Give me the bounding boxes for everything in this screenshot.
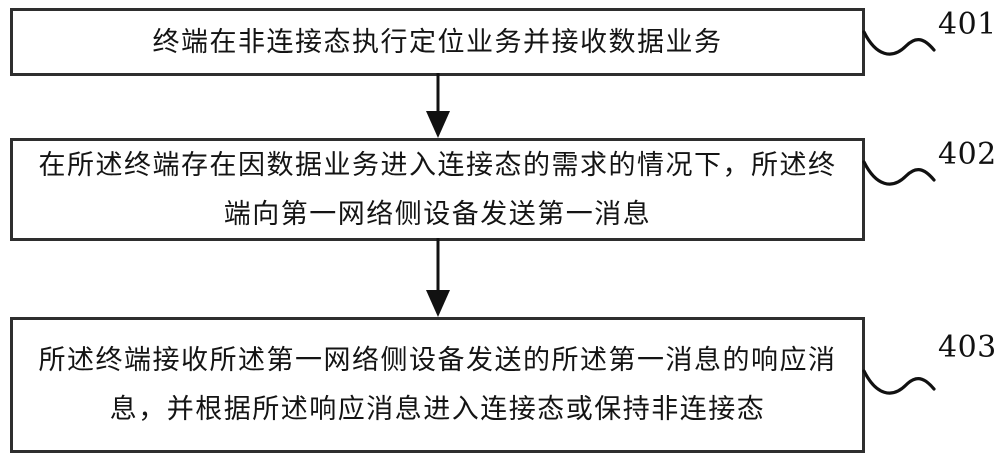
flow-box-401-text: 终端在非连接态执行定位业务并接收数据业务 xyxy=(152,26,723,58)
flow-box-402: 在所述终端存在因数据业务进入连接态的需求的情况下，所述终端向第一网络侧设备发送第… xyxy=(10,138,865,241)
flow-box-402-text: 在所述终端存在因数据业务进入连接态的需求的情况下，所述终端向第一网络侧设备发送第… xyxy=(38,149,837,230)
flow-box-401: 终端在非连接态执行定位业务并接收数据业务 xyxy=(10,8,865,76)
arrow-402-to-403 xyxy=(426,238,450,317)
leader-line-403 xyxy=(862,369,936,395)
leader-line-401 xyxy=(862,30,936,56)
arrow-401-to-402 xyxy=(426,73,450,138)
leader-line-402 xyxy=(862,160,936,186)
flow-box-403: 所述终端接收所述第一网络侧设备发送的所述第一消息的响应消息，并根据所述响应消息进… xyxy=(10,317,865,453)
reference-numeral-402: 402 xyxy=(938,137,997,172)
flow-box-403-text: 所述终端接收所述第一网络侧设备发送的所述第一消息的响应消息，并根据所述响应消息进… xyxy=(38,345,837,425)
reference-numeral-401: 401 xyxy=(938,7,997,42)
reference-numeral-403: 403 xyxy=(938,330,997,365)
